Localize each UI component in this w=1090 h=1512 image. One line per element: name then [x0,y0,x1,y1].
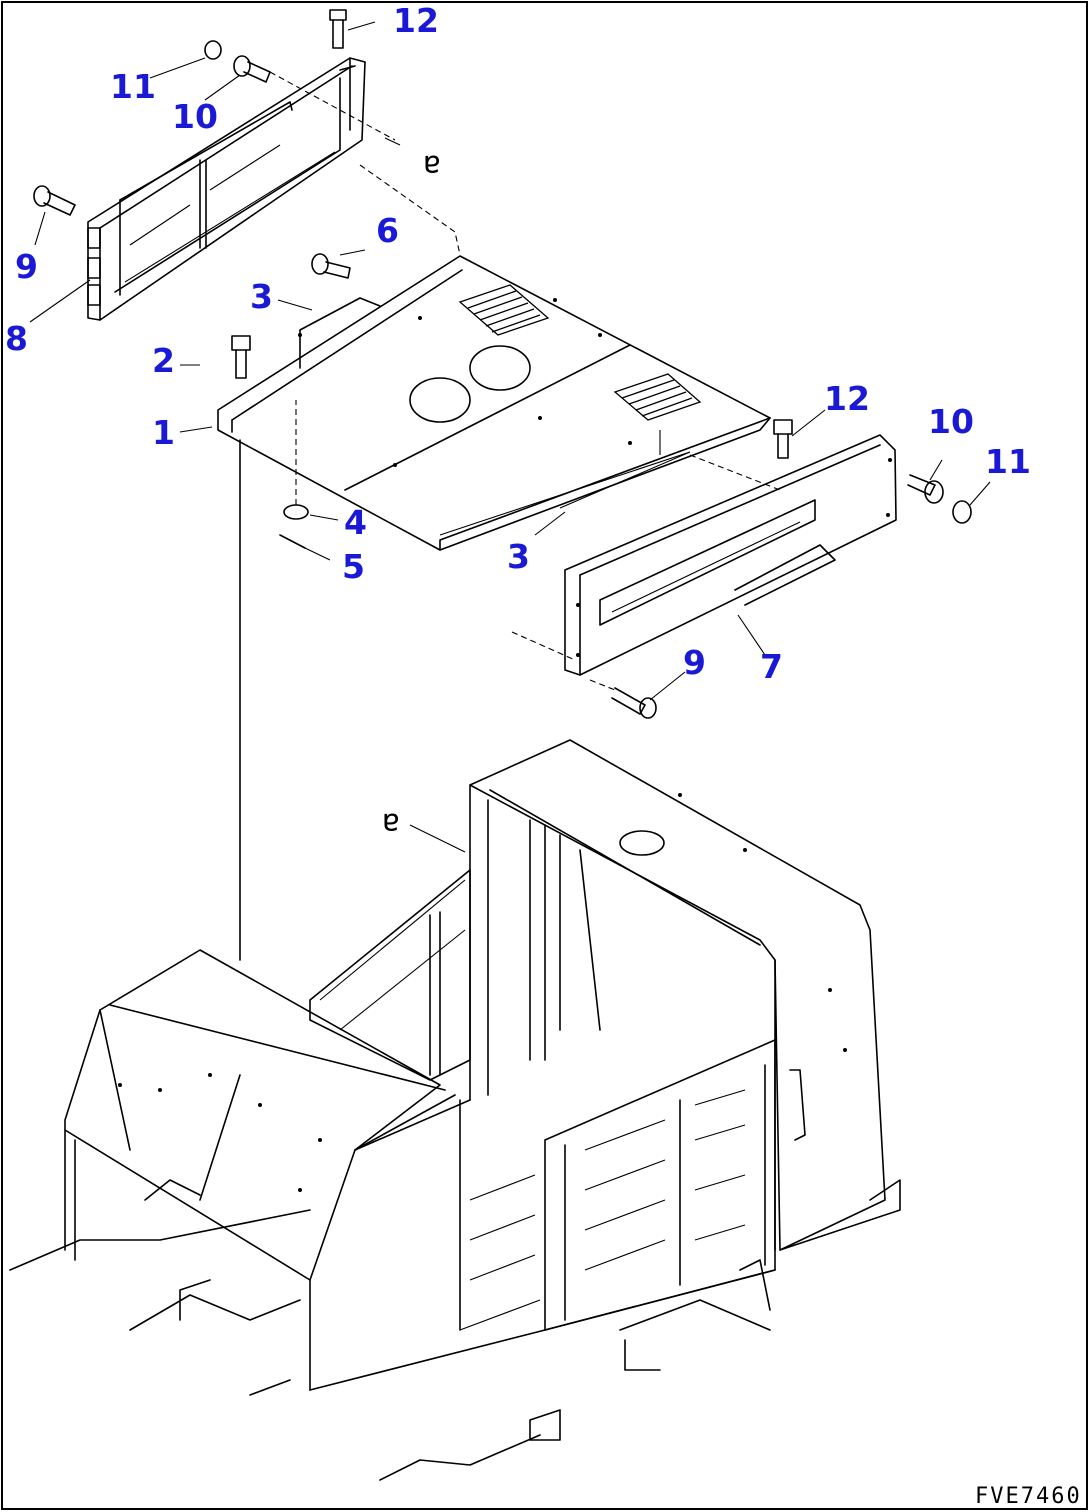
leader-lines [29,21,991,853]
fastener-cap-11-left [204,40,222,60]
top-cover-hole-left [409,377,471,423]
fastener-bolt-10-right [907,474,944,504]
fastener-bolt-10-left [233,55,271,83]
callout-3-upper: 3 [250,277,273,316]
callout-9-right: 9 [683,643,706,682]
callout-4: 4 [344,503,367,542]
left-side-cover [87,57,366,321]
top-vent-rear [458,284,550,336]
callout-5: 5 [342,547,365,586]
callout-10-left: 10 [172,97,218,136]
fastener-bolt-12-top [329,9,347,49]
right-side-cover [564,434,897,676]
fastener-cap-11-right [952,500,972,524]
callout-12-right: 12 [824,379,870,418]
fastener-bolt-12-right [773,419,793,459]
fastener-bolt-9-right [611,687,657,719]
fastener-bolt-6 [311,253,351,279]
machine-body-frame [9,439,901,1481]
callout-11-right: 11 [985,442,1031,481]
callout-12-top: 12 [393,1,439,40]
callout-2: 2 [152,341,175,380]
callout-11-left: 11 [110,67,156,106]
top-cover-hole-right [469,345,531,391]
reference-a-lower: a [382,806,400,841]
callout-6: 6 [376,211,399,250]
callout-7: 7 [760,647,783,686]
callout-1: 1 [152,413,175,452]
fastener-bolt-2 [231,335,251,379]
fastener-bolt-9-left [33,185,76,216]
top-cover [217,255,771,551]
callout-8: 8 [5,319,28,358]
drawing-code: FVE7460 [975,1484,1082,1509]
callout-9-left: 9 [15,247,38,286]
washer-4 [283,400,309,520]
top-vent-front [613,373,702,421]
callout-10-right: 10 [928,402,974,441]
pin-5 [279,534,306,549]
callout-3-lower: 3 [507,537,530,576]
reference-a-upper: a [423,148,441,183]
